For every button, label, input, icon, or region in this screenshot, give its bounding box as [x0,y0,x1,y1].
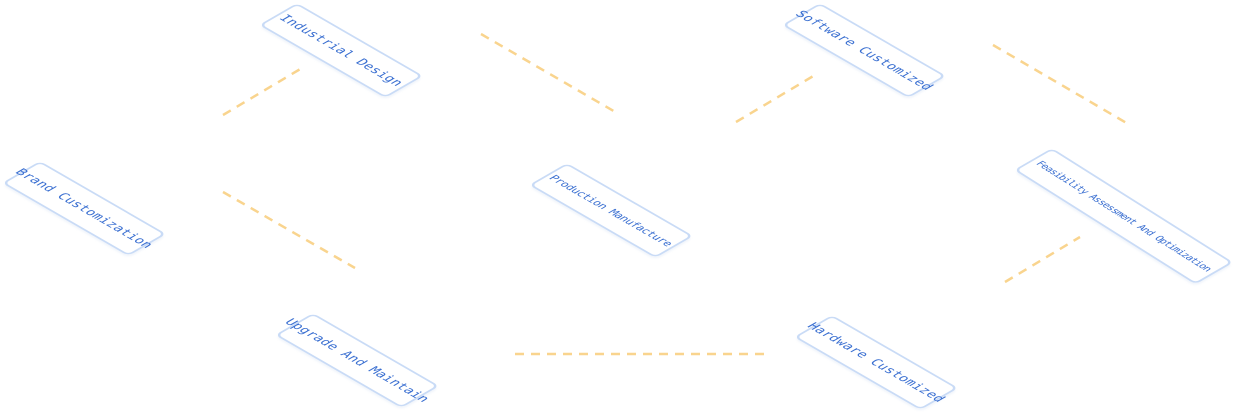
connector-brand-to-upgrade [222,190,356,270]
connector-brand-to-industrial [222,66,303,117]
connector-feasibility-to-hardware [1004,235,1081,284]
connector-software-to-feasibility [992,43,1131,127]
connector-production-to-software [735,73,816,124]
connector-industrial-to-production [480,32,618,115]
